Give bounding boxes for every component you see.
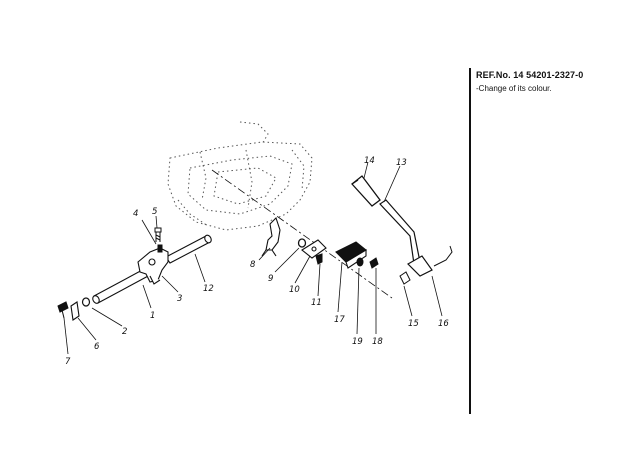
callout-3: 3 [177,294,182,304]
ghost-housing-outline [167,121,313,231]
callout-13: 13 [396,158,407,168]
small-bolt [154,227,162,242]
callout-14: 14 [364,156,375,166]
washer-ring [81,297,91,307]
lever-clamp-block [335,241,367,269]
callout-9: 9 [268,274,273,284]
shift-fork [261,216,281,257]
assembly-centerline [211,169,393,299]
callout-1: 1 [150,311,155,321]
shift-rod [165,234,212,264]
callout-18: 18 [372,337,383,347]
callout-17: 17 [334,315,345,325]
lever-grip [351,175,381,207]
round-nut [356,257,364,267]
callout-10: 10 [289,285,300,295]
callout-15: 15 [408,319,419,329]
callout-2: 2 [122,327,127,337]
shift-shaft [92,267,151,304]
callout-16: 16 [438,319,449,329]
side-panel-divider [469,68,471,414]
plate-bolt [315,253,323,265]
shift-lever-rod [379,199,433,277]
plate-clip [70,301,80,321]
callout-19: 19 [352,337,363,347]
callout-12: 12 [203,284,214,294]
spring-pin [157,244,163,253]
shift-arm-bracket [137,247,169,285]
callout-numbers: 1 2 3 4 5 6 7 8 9 10 11 12 13 14 15 16 1… [65,156,449,367]
reference-note-panel: REF.No. 14 54201-2327-0 -Change of its c… [476,70,626,93]
callout-8: 8 [250,260,256,270]
reference-note-text: -Change of its colour. [476,84,552,93]
callout-4: 4 [133,209,138,219]
callout-11: 11 [311,298,322,308]
flange-plate [301,239,327,259]
screw [57,301,69,319]
callout-5: 5 [152,207,157,217]
clamp-screw [369,257,379,269]
callout-7: 7 [65,357,71,367]
o-ring [297,238,307,248]
callout-6: 6 [94,342,100,352]
leader-lines [63,161,443,355]
reference-number: REF.No. 14 54201-2327-0 [476,70,584,80]
lever-pin [399,271,411,285]
lever-wire [433,245,453,267]
